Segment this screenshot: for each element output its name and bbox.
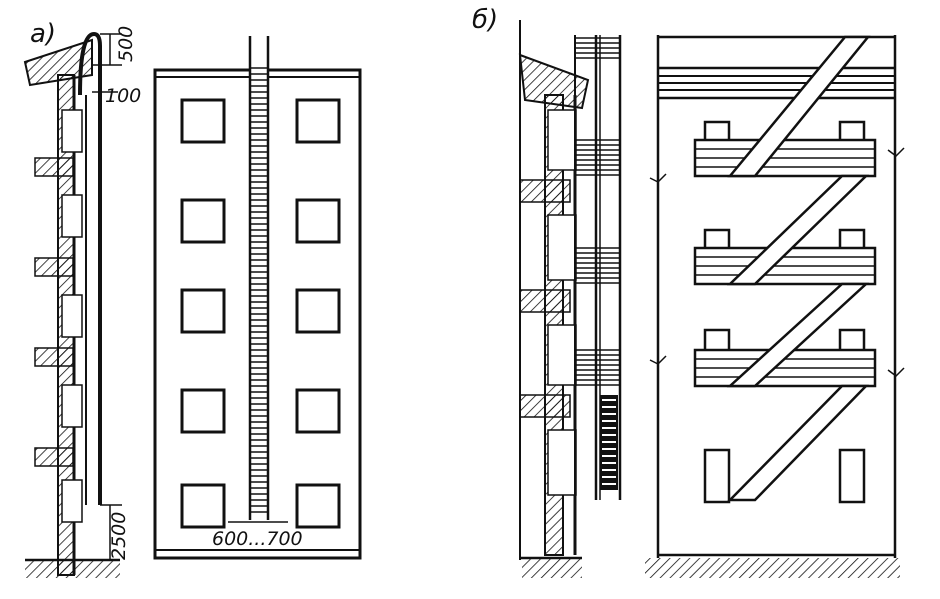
window xyxy=(180,388,226,434)
floor-slab xyxy=(34,257,74,277)
stair-flight xyxy=(727,35,871,178)
ground-hatch xyxy=(645,558,900,578)
stair-treads xyxy=(575,37,620,386)
panel-a-section: 500 100 2500 xyxy=(23,26,141,578)
section-window-openings xyxy=(547,109,577,496)
window-opening xyxy=(61,294,83,338)
ground-hatch xyxy=(25,560,120,578)
window xyxy=(295,483,341,529)
dim-gap: 100 xyxy=(105,85,141,107)
window xyxy=(703,448,731,504)
dim-bottom-height: 2500 xyxy=(108,512,130,560)
elevation-windows xyxy=(180,98,341,529)
panel-a: a) xyxy=(23,19,362,578)
stair-flight xyxy=(727,384,869,502)
window-opening xyxy=(547,214,577,281)
window-opening xyxy=(547,324,577,386)
window xyxy=(295,98,341,144)
window-opening xyxy=(547,109,577,171)
window-opening xyxy=(61,384,83,428)
break-mark xyxy=(887,147,905,157)
floor-slab xyxy=(34,157,74,177)
roof-cornice-hatch xyxy=(518,53,590,110)
panel-a-label: a) xyxy=(30,19,56,49)
window xyxy=(295,388,341,434)
floor-slab xyxy=(34,447,74,467)
ladder-width-dim: 600...700 xyxy=(212,521,303,550)
ladder-rungs xyxy=(250,67,268,513)
floor-slab xyxy=(519,179,571,203)
stair-section xyxy=(574,35,622,500)
floor-slab xyxy=(519,289,571,313)
panel-b-label: б) xyxy=(472,5,498,35)
window xyxy=(180,288,226,334)
section-window-openings xyxy=(61,109,83,523)
window xyxy=(295,288,341,334)
roof-band xyxy=(658,66,895,100)
window-opening xyxy=(61,479,83,523)
landing xyxy=(693,138,877,178)
vertical-ladder-a xyxy=(248,36,270,520)
window-opening xyxy=(61,194,83,238)
floor-slab xyxy=(34,347,74,367)
lower-flight-rungs xyxy=(602,399,616,485)
break-mark xyxy=(649,173,667,183)
break-marks xyxy=(649,147,905,377)
dim-top-height: 500 xyxy=(115,26,137,62)
stair-flight xyxy=(726,282,870,388)
panel-b-section xyxy=(518,20,622,578)
window-opening xyxy=(547,429,577,496)
panel-b-elevation xyxy=(645,35,905,578)
ladder-rail-section xyxy=(78,31,102,505)
window-opening xyxy=(61,109,83,153)
roof-cornice-hatch xyxy=(23,38,93,87)
window xyxy=(838,448,866,504)
window xyxy=(180,98,226,144)
dim-ladder-width: 600...700 xyxy=(212,528,303,550)
stair-flight xyxy=(726,174,870,286)
window xyxy=(180,483,226,529)
stair-flights xyxy=(726,35,871,502)
window xyxy=(295,198,341,244)
break-mark xyxy=(649,355,667,365)
ground-hatch xyxy=(522,558,582,578)
panel-a-elevation: 600...700 xyxy=(153,36,362,560)
stair-landings xyxy=(693,138,877,388)
break-mark xyxy=(887,367,905,377)
window xyxy=(180,198,226,244)
dimensions-a: 500 100 2500 xyxy=(92,26,141,560)
panel-b: б) xyxy=(472,5,905,578)
floor-slab xyxy=(519,394,571,418)
floor-slabs xyxy=(519,179,571,418)
floor-slabs xyxy=(34,157,74,467)
